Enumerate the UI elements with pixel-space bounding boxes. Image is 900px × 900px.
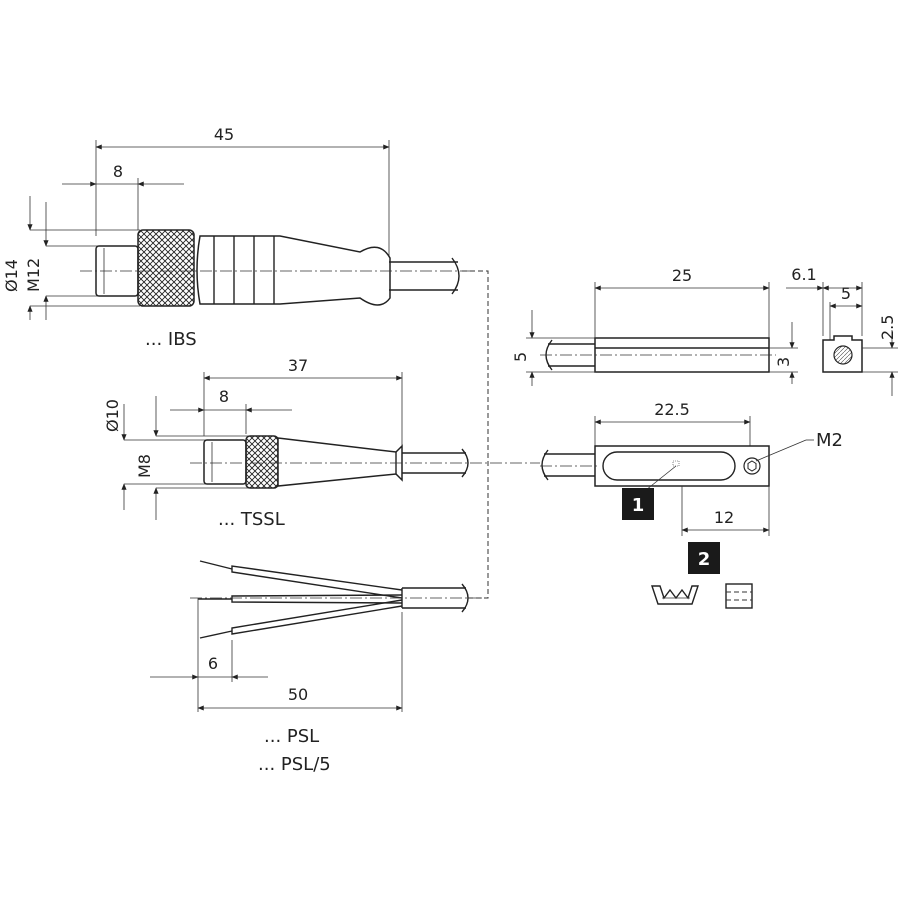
dim-end-height: 2.5 <box>878 315 897 340</box>
sensor-end-view <box>786 282 898 396</box>
dim-point-pos: 12 <box>714 508 734 527</box>
sensor-top-view <box>540 416 814 536</box>
dim-psl-length: 50 <box>288 685 308 704</box>
dim-ibs-d14: Ø14 <box>2 259 21 292</box>
dim-screw-pos: 22.5 <box>654 400 690 419</box>
label-ibs: ... IBS <box>145 329 197 350</box>
ibs-connector <box>27 140 470 320</box>
label-tssl: ... TSSL <box>218 509 285 530</box>
label-m2: M2 <box>816 430 843 451</box>
dim-tssl-head: 8 <box>219 387 229 406</box>
label-psl: ... PSL <box>264 726 319 747</box>
dim-tssl-length: 37 <box>288 356 308 375</box>
dim-end-width: 6.1 <box>791 265 816 284</box>
dim-tssl-m8: M8 <box>135 454 154 478</box>
tssl-connector <box>121 372 540 520</box>
svg-text:1: 1 <box>632 495 645 516</box>
label-psl5: ... PSL/5 <box>258 754 331 775</box>
dim-sensor-height: 5 <box>511 352 530 362</box>
psl-leads <box>150 560 486 712</box>
dim-tssl-d10: Ø10 <box>103 399 122 432</box>
nut-block-icon <box>725 583 753 609</box>
dim-end-inner: 5 <box>841 284 851 303</box>
dim-ibs-head: 8 <box>113 162 123 181</box>
sensor-side-view <box>526 282 798 386</box>
svg-text:2: 2 <box>698 549 711 570</box>
dim-ibs-length: 45 <box>214 125 234 144</box>
dim-psl-strip: 6 <box>208 654 218 673</box>
connection-bracket <box>462 270 489 599</box>
badge-1: 1 <box>622 488 654 520</box>
dim-sensor-step: 3 <box>774 357 793 367</box>
dim-sensor-length: 25 <box>672 266 692 285</box>
badge-2: 2 <box>688 542 720 574</box>
mounting-clip-icon <box>651 585 699 605</box>
dim-ibs-m12: M12 <box>24 258 43 292</box>
